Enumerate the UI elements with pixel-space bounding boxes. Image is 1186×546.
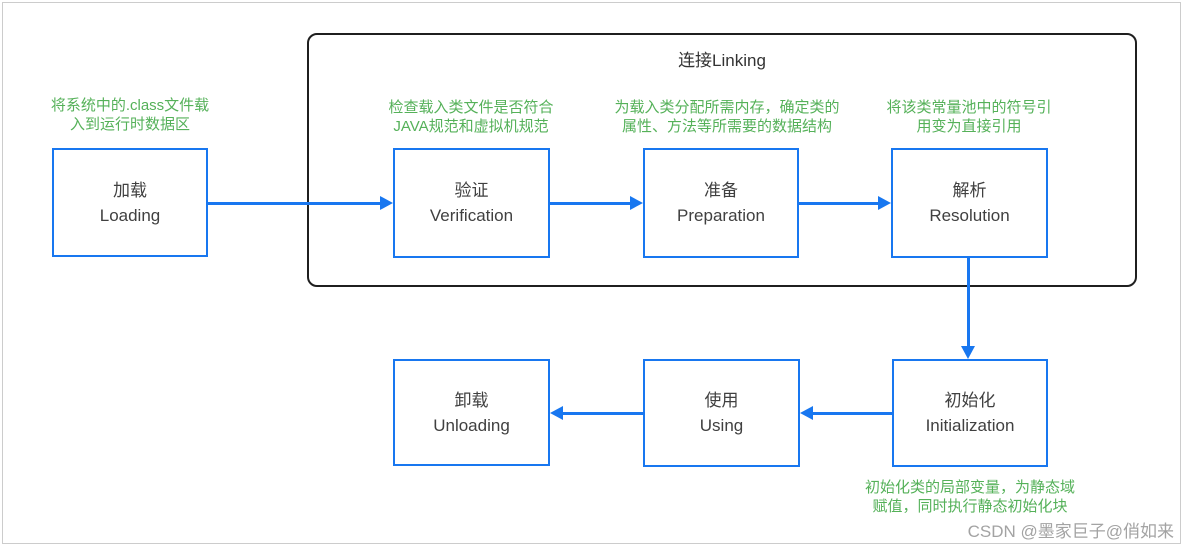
node-loading: 加载 Loading	[52, 148, 208, 257]
annotation-loading-line2: 入到运行时数据区	[69, 116, 190, 133]
node-resolution: 解析 Resolution	[891, 148, 1048, 258]
annotation-preparation-line2: 属性、方法等所需要的数据结构	[621, 118, 832, 135]
node-loading-label-zh: 加载	[113, 180, 147, 200]
arrow-head-left-icon	[550, 406, 563, 420]
node-unloading: 卸载 Unloading	[393, 359, 550, 466]
annotation-resolution-line1: 将该类常量池中的符号引	[886, 99, 1052, 116]
node-preparation-label-zh: 准备	[704, 181, 738, 200]
node-initialization: 初始化 Initialization	[892, 359, 1048, 467]
node-verification: 验证 Verification	[393, 148, 550, 258]
node-using-label-en: Using	[699, 416, 744, 435]
arrow-head-right-icon	[380, 196, 393, 210]
arrow-head-right-icon	[878, 196, 891, 210]
arrow-line	[799, 202, 879, 205]
arrow-head-left-icon	[800, 406, 813, 420]
node-using-label-zh: 使用	[704, 391, 739, 410]
node-using: 使用 Using	[643, 359, 800, 467]
annotation-resolution-line2: 用变为直接引用	[916, 118, 1022, 135]
annotation-verification-line2: JAVA规范和虚拟机规范	[393, 118, 549, 135]
annotation-loading-line1: 将系统中的.class文件载	[50, 97, 210, 114]
node-initialization-label-zh: 初始化	[944, 391, 996, 410]
node-unloading-label-en: Unloading	[433, 415, 510, 435]
annotation-initialization-line1: 初始化类的局部变量，为静态域	[864, 479, 1075, 496]
arrow-head-right-icon	[630, 196, 643, 210]
annotation-initialization: 初始化类的局部变量，为静态域 赋值，同时执行静态初始化块	[845, 478, 1095, 516]
annotation-loading: 将系统中的.class文件载 入到运行时数据区	[30, 96, 230, 134]
node-verification-label-en: Verification	[429, 206, 514, 225]
annotation-preparation-line1: 为载入类分配所需内存，确定类的	[614, 99, 840, 116]
arrow-line	[550, 202, 631, 205]
node-verification-label-zh: 验证	[454, 181, 489, 200]
node-resolution-label-en: Resolution	[929, 206, 1010, 225]
annotation-initialization-line2: 赋值，同时执行静态初始化块	[872, 498, 1068, 515]
arrow-head-down-icon	[961, 346, 975, 359]
arrow-line	[563, 412, 643, 415]
arrow-line	[208, 202, 381, 205]
node-preparation: 准备 Preparation	[643, 148, 799, 258]
csdn-watermark: CSDN @墨家巨子@俏如来	[967, 522, 1174, 541]
arrow-line	[813, 412, 892, 415]
annotation-verification-line1: 检查载入类文件是否符合	[388, 99, 554, 116]
linking-group-title: 连接Linking	[678, 51, 766, 70]
node-unloading-label-zh: 卸载	[454, 390, 489, 410]
annotation-verification: 检查载入类文件是否符合 JAVA规范和虚拟机规范	[356, 98, 586, 136]
arrow-line	[967, 258, 970, 347]
node-loading-label-en: Loading	[99, 205, 161, 225]
node-preparation-label-en: Preparation	[677, 206, 765, 225]
linking-group-box: 连接Linking	[307, 33, 1137, 287]
annotation-preparation: 为载入类分配所需内存，确定类的 属性、方法等所需要的数据结构	[587, 98, 867, 136]
node-initialization-label-en: Initialization	[925, 416, 1015, 435]
annotation-resolution: 将该类常量池中的符号引 用变为直接引用	[854, 98, 1084, 136]
node-resolution-label-zh: 解析	[952, 181, 987, 200]
